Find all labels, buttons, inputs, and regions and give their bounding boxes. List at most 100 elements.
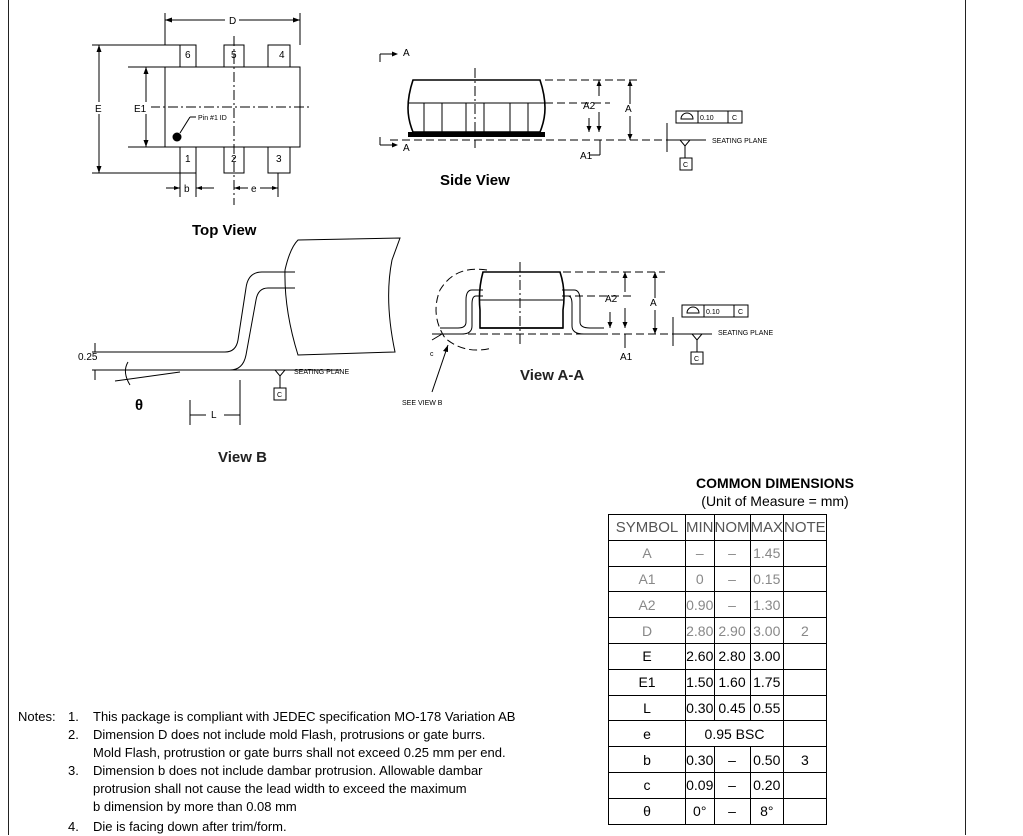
cell-max: 3.00 [749, 642, 785, 670]
cell-symbol: θ [608, 797, 686, 825]
cell-symbol: e [608, 720, 686, 748]
side-view-body [407, 79, 546, 133]
header-max: MAX [749, 514, 785, 541]
cell-max: 8° [749, 797, 785, 825]
section-a-bottom-label: A [403, 143, 410, 154]
view-b-title: View B [218, 449, 267, 466]
cell-symbol: D [608, 617, 686, 644]
side-seating-plane-label: SEATING PLANE [712, 138, 767, 145]
table-row: e 0.95 BSC [608, 720, 827, 748]
cell-note: 2 [783, 617, 827, 644]
cell-max: 3.00 [749, 617, 785, 644]
pin-1 [179, 146, 197, 174]
side-dim-a1-label: A1 [580, 151, 593, 162]
view-b-datum-c-label: C [277, 392, 282, 399]
table-row: D 2.80 2.90 3.00 2 [608, 617, 827, 644]
aa-flatness-icon [686, 306, 700, 314]
cell-nom: 0.45 [713, 694, 751, 722]
dimensions-table: SYMBOL MIN NOM MAX NOTE A – – 1.45 A1 0 … [608, 514, 827, 825]
view-b-dim-l-label: L [211, 410, 217, 421]
header-note: NOTE [783, 514, 827, 541]
page-border-left [8, 0, 9, 835]
pin-6 [179, 44, 197, 68]
dim-e-label: E [95, 104, 102, 115]
aa-dim-a1-label: A1 [620, 352, 633, 363]
header-nom: NOM [713, 514, 751, 541]
header-symbol: SYMBOL [608, 514, 686, 541]
side-dim-a2-label: A2 [583, 101, 596, 112]
note-number: 1. [68, 709, 79, 724]
cell-note [783, 591, 827, 619]
cell-note [783, 720, 827, 748]
cell-note [783, 771, 827, 799]
page-border-right [965, 0, 966, 835]
table-row: A – – 1.45 [608, 539, 827, 567]
pin-3-label: 3 [276, 154, 282, 165]
cell-min: 0 [685, 565, 715, 593]
notes-lead: Notes: [18, 709, 56, 724]
view-b-body [284, 237, 401, 356]
view-b-seating-plane-label: SEATING PLANE [294, 369, 349, 376]
table-header-row: SYMBOL MIN NOM MAX NOTE [608, 514, 827, 541]
cell-note [783, 694, 827, 722]
pin1-id-label: Pin #1 ID [198, 115, 227, 122]
dimensions-table-subtitle: (Unit of Measure = mm) [701, 493, 849, 509]
cell-symbol: E [608, 642, 686, 670]
cell-nom: – [713, 746, 751, 773]
side-flatness-value: 0.10 [700, 115, 714, 122]
side-dim-a-label: A [625, 104, 632, 115]
cell-note: 3 [783, 746, 827, 773]
note-text: Mold Flash, protrustion or gate burrs sh… [93, 745, 506, 760]
note-number: 4. [68, 819, 79, 834]
aa-seating-plane-label: SEATING PLANE [718, 330, 773, 337]
side-lead-1 [423, 102, 443, 133]
dim-b-label: b [184, 184, 190, 195]
dim-e-pitch-label: e [251, 184, 257, 195]
cell-note [783, 642, 827, 670]
pin-4-label: 4 [279, 50, 285, 61]
table-row: A2 0.90 – 1.30 [608, 591, 827, 619]
cell-symbol: L [608, 694, 686, 722]
cell-max: 0.55 [749, 694, 785, 722]
cell-min: 2.60 [685, 642, 715, 670]
view-b-theta-label: θ [135, 397, 143, 414]
cell-min: 0.30 [685, 746, 715, 773]
cell-max: 0.20 [749, 771, 785, 799]
side-datum-c-label: C [683, 162, 688, 169]
aa-flatness-value: 0.10 [706, 309, 720, 316]
cell-min: 0.09 [685, 771, 715, 799]
cell-min: 0.90 [685, 591, 715, 619]
cell-min: 0° [685, 797, 715, 825]
side-view: A A A2 A A1 [379, 48, 767, 189]
aa-dim-a-label: A [650, 298, 657, 309]
flatness-icon [680, 112, 694, 120]
cell-min: 1.50 [685, 668, 715, 696]
table-row: b 0.30 – 0.50 3 [608, 746, 827, 773]
table-row: c 0.09 – 0.20 [608, 771, 827, 799]
note-text: protrusion shall not cause the lead widt… [93, 781, 467, 796]
cell-note [783, 565, 827, 593]
top-view-title: Top View [192, 222, 257, 239]
aa-dim-c-label: c [430, 351, 434, 358]
note-number: 2. [68, 727, 79, 742]
cell-symbol: b [608, 746, 686, 773]
view-b: 0.25 θ L C SEATING PLANE View B [78, 237, 401, 466]
view-b-dim-025-label: 0.25 [78, 352, 98, 363]
cell-nom: 1.60 [713, 668, 751, 696]
cell-bsc-value: 0.95 BSC [684, 720, 785, 748]
cell-nom: – [713, 797, 751, 825]
dim-e1-label: E1 [134, 104, 147, 115]
aa-datum-c-label: C [694, 356, 699, 363]
pin-6-label: 6 [185, 50, 191, 61]
cell-nom: – [713, 771, 751, 799]
cell-note [783, 668, 827, 696]
note-text: b dimension by more than 0.08 mm [93, 799, 297, 814]
cell-max: 1.45 [749, 539, 785, 567]
table-row: E1 1.50 1.60 1.75 [608, 668, 827, 696]
cell-min: 0.30 [685, 694, 715, 722]
side-flatness-datum: C [732, 115, 737, 122]
table-row: A1 0 – 0.15 [608, 565, 827, 593]
view-b-lead-inner [96, 287, 295, 371]
side-view-title: Side View [440, 172, 510, 189]
